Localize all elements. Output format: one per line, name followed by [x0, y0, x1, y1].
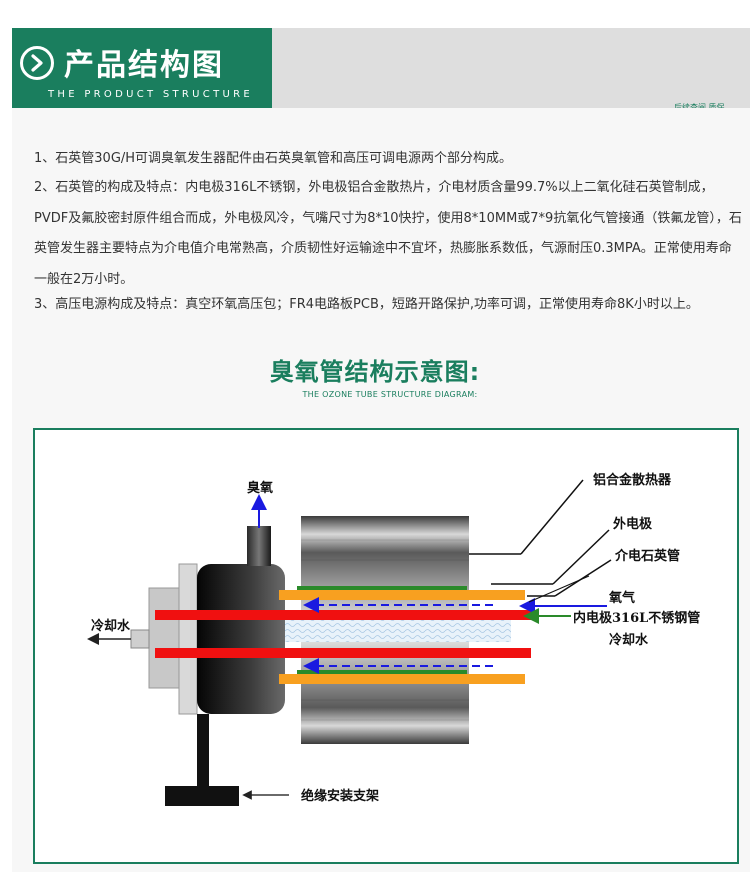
seal-block	[197, 564, 285, 714]
corner-text: 后续查阅 质保	[674, 102, 750, 113]
label-ozone: 臭氧	[247, 480, 273, 496]
outer-electrode-bottom	[297, 670, 467, 674]
diagram-frame: 臭氧 冷却水 铝合金散热器 外电极 介电石英管 氧气 内电极316L不锈钢管 冷…	[33, 428, 739, 864]
cooling-water-outlet	[130, 629, 150, 649]
inner-electrode-bottom	[155, 648, 531, 658]
label-dielectric-quartz: 介电石英管	[614, 548, 680, 564]
bracket-post	[197, 714, 209, 790]
intro-item-2: 2、石英管的构成及特点：内电极316L不锈钢，外电极铝合金散热片，介电材质含量9…	[34, 180, 742, 287]
page-subtitle: THE PRODUCT STRUCTURE	[48, 89, 253, 100]
page-title: 产品结构图	[64, 48, 224, 83]
diagram-subtitle: THE OZONE TUBE STRUCTURE DIAGRAM:	[302, 390, 478, 399]
label-cooling-water-in: 冷却水	[609, 632, 649, 648]
label-oxygen: 氧气	[608, 590, 635, 606]
diagram-title: 臭氧管结构示意图:	[269, 358, 481, 386]
flange	[178, 563, 198, 715]
label-cooling-water-out: 冷却水	[91, 618, 131, 634]
ozone-outlet-fitting	[247, 526, 271, 566]
intro-item-1: 1、石英管30G/H可调臭氧发生器配件由石英臭氧管和高压可调电源两个部分构成。	[34, 151, 513, 166]
label-outer-electrode: 外电极	[612, 516, 653, 532]
inner-electrode-top	[155, 610, 531, 620]
cooling-water-area	[285, 618, 511, 642]
ozone-tube-diagram: 臭氧 冷却水 铝合金散热器 外电极 介电石英管 氧气 内电极316L不锈钢管 冷…	[87, 472, 700, 806]
label-inner-electrode: 内电极316L不锈钢管	[573, 610, 700, 626]
outer-electrode-top	[297, 586, 467, 590]
label-heatsink: 铝合金散热器	[593, 472, 672, 488]
bracket-base	[165, 786, 239, 806]
quartz-tube-bottom	[279, 674, 525, 684]
label-bracket: 绝缘安装支架	[301, 788, 379, 804]
intro-item-3: 3、高压电源构成及特点：真空环氧高压包；FR4电路板PCB，短路开路保护,功率可…	[34, 297, 699, 312]
chevron-right-icon	[20, 46, 54, 80]
end-cap	[148, 587, 180, 689]
quartz-tube-top	[279, 590, 525, 600]
header-banner: 产品结构图 THE PRODUCT STRUCTURE	[12, 28, 272, 108]
